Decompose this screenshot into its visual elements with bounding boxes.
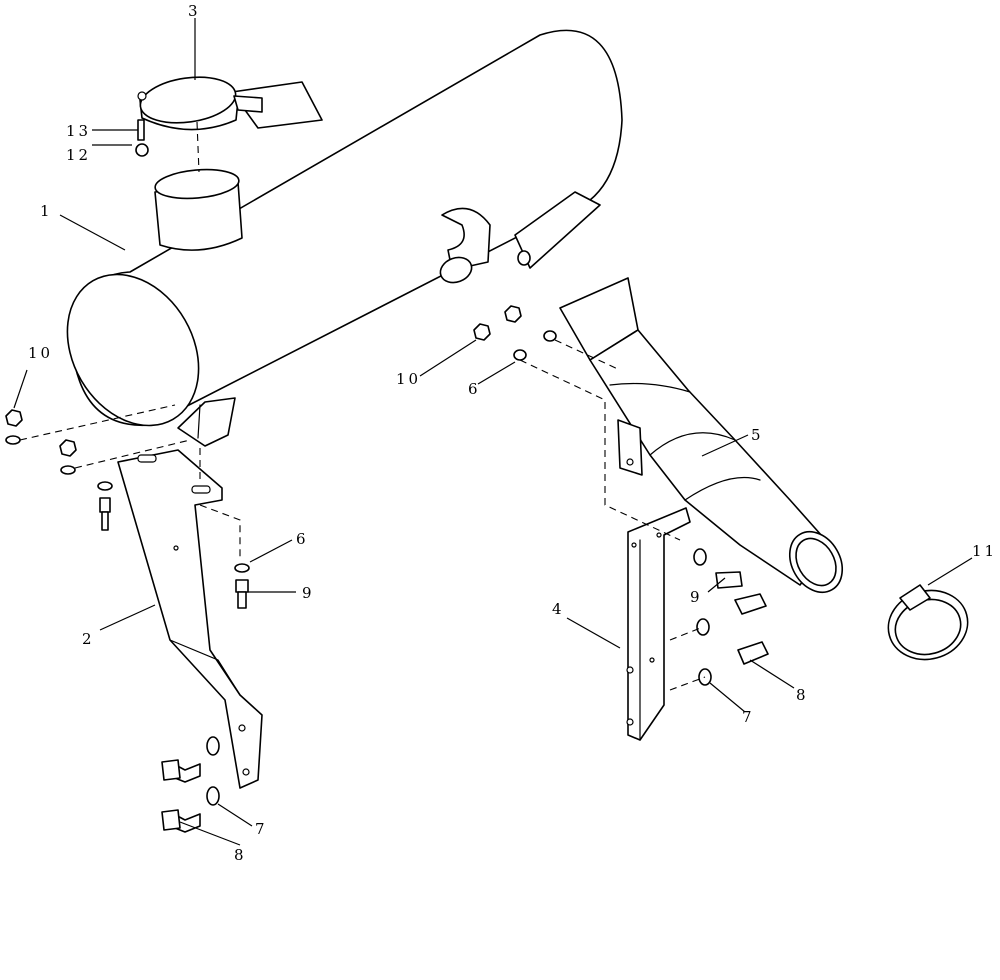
rain-cap: [135, 76, 323, 157]
left-bracket: [117, 449, 263, 789]
callout-7-left: 7: [255, 820, 268, 838]
leader-lines: [13, 18, 973, 846]
callout-1: 1: [40, 202, 53, 220]
callout-6-right: 6: [468, 380, 481, 398]
assembly-lines: [19, 339, 706, 691]
exhaust-pipe: [559, 277, 844, 593]
callout-labels: 3 13 12 1 10 10 6 6 9 2 7 8 4 5 9 8 7 11: [28, 2, 997, 864]
callout-12: 12: [66, 146, 91, 164]
callout-3: 3: [188, 2, 201, 20]
callout-9-right: 9: [690, 588, 703, 606]
fasteners: [5, 305, 769, 833]
callout-7-right: 7: [742, 708, 755, 726]
callout-10-left: 10: [28, 344, 53, 362]
callout-11: 11: [972, 542, 997, 560]
callout-10-right: 10: [396, 370, 421, 388]
right-bracket: [626, 507, 691, 741]
callout-2: 2: [82, 630, 95, 648]
callout-8-right: 8: [796, 686, 809, 704]
callout-13: 13: [66, 122, 91, 140]
callout-6-left: 6: [296, 530, 309, 548]
callout-8-left: 8: [234, 846, 247, 864]
band-clamp: [887, 584, 969, 661]
muffler-body: [66, 29, 623, 447]
callout-5: 5: [751, 426, 764, 444]
callout-4: 4: [552, 600, 565, 618]
callout-9-left: 9: [302, 584, 315, 602]
cap-align-line: [196, 121, 200, 173]
